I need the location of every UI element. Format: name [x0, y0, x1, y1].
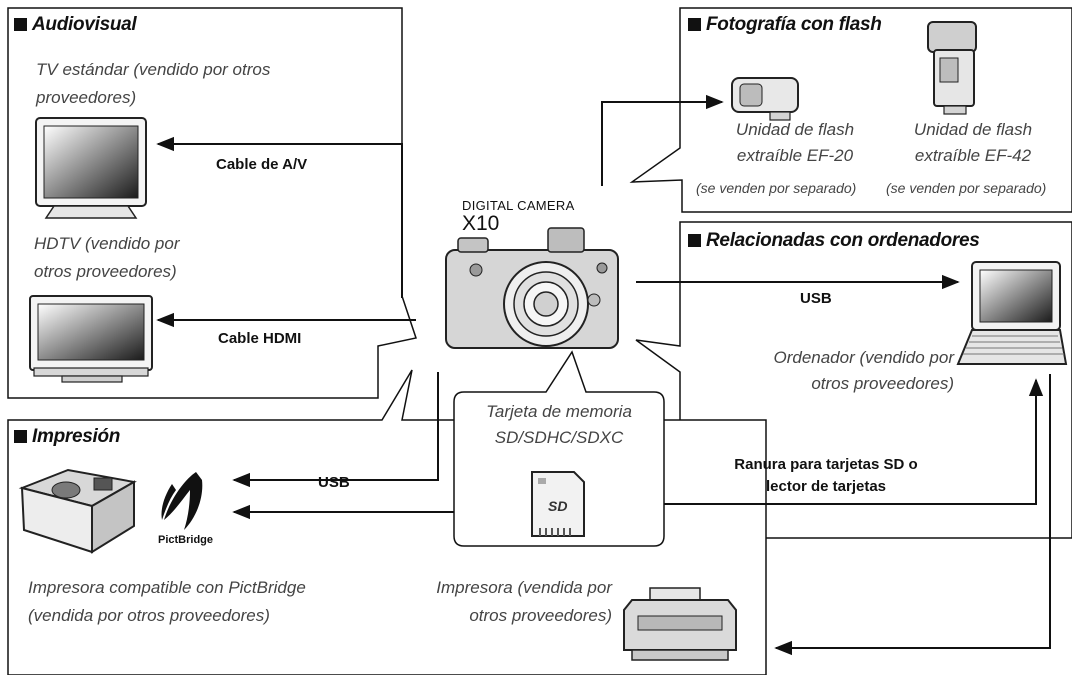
computers-title-text: Relacionadas con ordenadores — [706, 230, 980, 251]
computers-title: Relacionadas con ordenadores — [688, 230, 980, 252]
tv-label-line2: proveedores) — [36, 88, 137, 107]
tv-label-line1: TV estándar (vendido por otros — [36, 60, 271, 79]
printer-label-line2: otros proveedores) — [469, 606, 612, 625]
audiovisual-title-text: Audiovisual — [32, 14, 137, 35]
printing-title-text: Impresión — [32, 426, 121, 447]
audiovisual-title: Audiovisual — [14, 14, 137, 36]
flash-title-text: Fotografía con flash — [706, 14, 882, 35]
pictbridge-printer-illustration — [18, 468, 137, 554]
sd-card-mark: SD — [548, 498, 568, 514]
computer-usb-label: USB — [800, 290, 832, 307]
memory-card-label-line2: SD/SDHC/SDXC — [494, 428, 624, 447]
memory-card-bubble — [453, 350, 665, 547]
sd-card-illustration — [531, 471, 585, 537]
card-reader-arrow — [664, 378, 1044, 505]
hdmi-cable-label: Cable HDMI — [218, 330, 302, 347]
card-slot-label-line2: lector de tarjetas — [765, 478, 887, 495]
computer-label-line1: Ordenador (vendido por — [773, 348, 954, 367]
printer-pc-arrow — [774, 374, 1051, 656]
av-cable-arrow — [156, 136, 403, 298]
ef42-label-line2: extraíble EF-42 — [914, 146, 1032, 165]
camera-model-line1: DIGITAL CAMERA — [462, 198, 575, 213]
section-square-icon — [688, 18, 701, 31]
laptop-illustration — [956, 261, 1068, 365]
section-square-icon — [688, 234, 701, 247]
pictbridge-printer-label-line2: (vendida por otros proveedores) — [28, 606, 270, 625]
hdtv-label-line1: HDTV (vendido por — [34, 234, 180, 253]
printer-label-line1: Impresora (vendida por — [436, 578, 612, 597]
printing-title: Impresión — [14, 426, 120, 448]
standard-tv-illustration — [35, 117, 147, 219]
ef42-label-line1: Unidad de flash — [913, 120, 1033, 139]
memory-card-label-line1: Tarjeta de memoria — [486, 402, 632, 421]
flash-ef20-illustration — [731, 77, 799, 121]
pictbridge-printer-label-line1: Impresora compatible con PictBridge — [28, 578, 306, 597]
ef20-label-line1: Unidad de flash — [735, 120, 855, 139]
ef20-label-line2: extraíble EF-20 — [736, 146, 854, 165]
flash-ef42-illustration — [927, 21, 977, 115]
pictbridge-logo-mark — [161, 472, 203, 530]
printer-illustration — [623, 587, 737, 661]
computer-label-line2: otros proveedores) — [811, 374, 954, 393]
hdtv-label-line2: otros proveedores) — [34, 262, 177, 281]
section-square-icon — [14, 430, 27, 443]
printer-usb-arrow — [232, 372, 439, 488]
sold-separately-ef42: (se venden por separado) — [886, 180, 1047, 196]
hdtv-illustration — [29, 295, 153, 383]
section-square-icon — [14, 18, 27, 31]
camera-model-line2: X10 — [462, 212, 500, 235]
flash-arrow — [601, 94, 724, 186]
camera-illustration — [445, 227, 619, 349]
sold-separately-ef20: (se venden por separado) — [696, 180, 857, 196]
av-cable-label: Cable de A/V — [216, 156, 308, 173]
printer-usb-label: USB — [318, 474, 350, 491]
flash-title: Fotografía con flash — [688, 14, 882, 36]
card-slot-label-line1: Ranura para tarjetas SD o — [734, 456, 918, 473]
pictbridge-logo-text: PictBridge — [158, 534, 214, 546]
